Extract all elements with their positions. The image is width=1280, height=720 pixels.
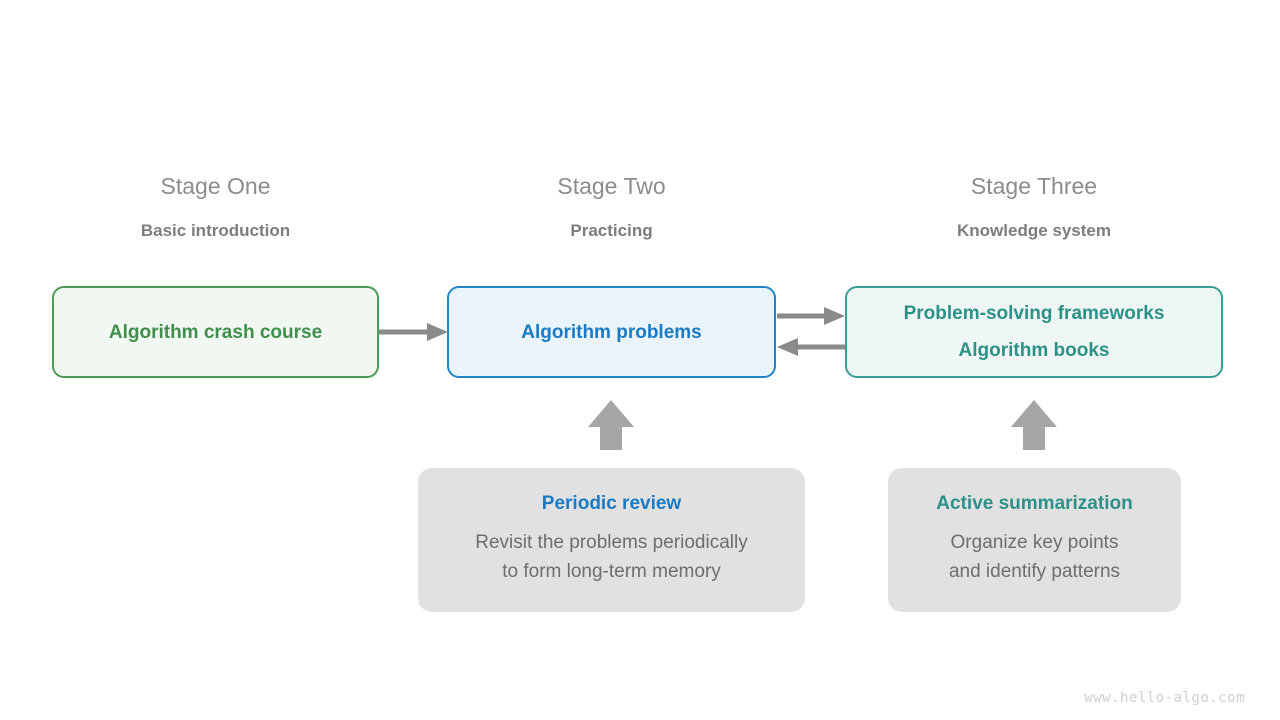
node-algorithm-crash-course-label: Algorithm crash course xyxy=(108,321,323,343)
arrow-stage-two-to-stage-three xyxy=(777,307,845,325)
arrow-periodic-review-to-stage-two xyxy=(588,400,634,450)
stage-two-title: Stage Two xyxy=(557,173,666,199)
arrow-active-summarization-to-stage-three xyxy=(1011,400,1057,450)
node-knowledge-system-label-1: Problem-solving frameworks xyxy=(903,303,1165,324)
watermark: www.hello-algo.com xyxy=(1084,690,1245,706)
stage-header-three: Stage Three Knowledge system xyxy=(845,172,1223,242)
node-knowledge-system[interactable]: Problem-solving frameworks Algorithm boo… xyxy=(845,286,1223,378)
stage-three-subtitle: Knowledge system xyxy=(957,221,1111,240)
note-periodic-review-title: Periodic review xyxy=(541,493,682,514)
node-algorithm-crash-course[interactable]: Algorithm crash course xyxy=(52,286,379,378)
note-periodic-review-body-2: to form long-term memory xyxy=(502,561,721,582)
node-knowledge-system-label-2: Algorithm books xyxy=(958,340,1110,361)
note-periodic-review-body-1: Revisit the problems periodically xyxy=(475,532,748,553)
node-algorithm-problems[interactable]: Algorithm problems xyxy=(447,286,776,378)
note-active-summarization-title: Active summarization xyxy=(936,493,1133,514)
stage-one-title: Stage One xyxy=(160,173,271,199)
note-active-summarization[interactable]: Active summarization Organize key points… xyxy=(888,468,1181,612)
stage-two-subtitle: Practicing xyxy=(570,221,653,240)
stage-three-title: Stage Three xyxy=(970,173,1098,199)
note-active-summarization-body-1: Organize key points xyxy=(950,532,1119,553)
arrow-stage-three-to-stage-two xyxy=(777,338,845,356)
node-algorithm-problems-label: Algorithm problems xyxy=(521,321,702,343)
note-active-summarization-body-2: and identify patterns xyxy=(948,561,1121,582)
stage-one-subtitle: Basic introduction xyxy=(140,221,291,240)
stage-header-two: Stage Two Practicing xyxy=(447,172,776,242)
stage-header-one: Stage One Basic introduction xyxy=(52,172,379,242)
arrow-stage-one-to-stage-two xyxy=(379,323,448,341)
note-periodic-review[interactable]: Periodic review Revisit the problems per… xyxy=(418,468,805,612)
